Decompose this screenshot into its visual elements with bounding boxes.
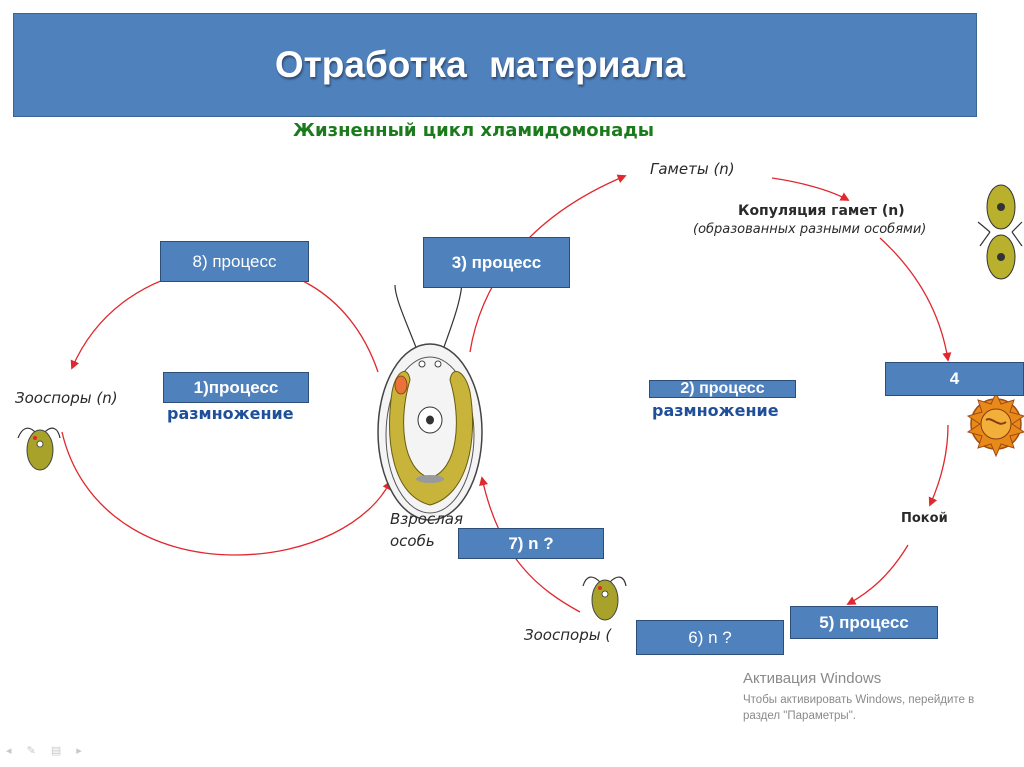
- box-process-3[interactable]: 3) процесс: [423, 237, 570, 288]
- label-rest: Покой: [901, 511, 948, 526]
- text-reproduction-2: размножение: [652, 401, 779, 420]
- label-adult-line2: особь: [390, 532, 435, 550]
- box-process-5[interactable]: 5) процесс: [790, 606, 938, 639]
- label-copulation-note: (образованных разными особями): [693, 222, 927, 237]
- box-ploidy-6[interactable]: 6) n ?: [636, 620, 784, 655]
- box-process-2[interactable]: 2) процесс: [649, 380, 796, 398]
- label-gametes: Гаметы (n): [650, 160, 735, 178]
- watermark-body: Чтобы активировать Windows, перейдите в …: [743, 694, 975, 722]
- page-title: Отработка материала: [274, 44, 686, 85]
- slide-nav-icons[interactable]: ◂ ✎ ▤ ▸: [6, 745, 88, 757]
- watermark-title: Активация Windows: [743, 670, 882, 687]
- box-process-1[interactable]: 1)процесс: [163, 372, 309, 403]
- arrow-zygote-to-rest: [928, 424, 949, 507]
- adult-chlamydomonas-icon: [377, 279, 483, 521]
- zoospore-icon: [582, 576, 627, 621]
- gametes-pair-icon: [977, 184, 1023, 280]
- zoospore-icon: [17, 427, 61, 471]
- box-process-4[interactable]: 4: [885, 362, 1024, 396]
- arrow-rest-to-zoospores: [846, 544, 909, 605]
- diagram-subtitle: Жизненный цикл хламидомонады: [293, 120, 655, 141]
- arrow-zoospores-to-adult: [61, 431, 391, 556]
- zygote-icon: [966, 391, 1024, 458]
- title-bar: Отработка материала: [13, 13, 977, 117]
- label-adult-line1: Взрослая: [390, 510, 464, 528]
- arrow-gametes-to-copulation: [771, 177, 850, 201]
- arrow-copulation-to-zygote: [879, 237, 952, 362]
- arrow-zoospores-to-adult-bottom: [479, 476, 581, 613]
- box-process-8[interactable]: 8) процесс: [160, 241, 309, 282]
- label-zoospores-bottom: Зооспоры (: [524, 626, 612, 644]
- box-ploidy-7[interactable]: 7) n ?: [458, 528, 604, 559]
- label-zoospores-left: Зооспоры (n): [15, 389, 118, 407]
- text-reproduction-1: размножение: [167, 404, 294, 423]
- label-copulation: Копуляция гамет (n): [738, 203, 905, 219]
